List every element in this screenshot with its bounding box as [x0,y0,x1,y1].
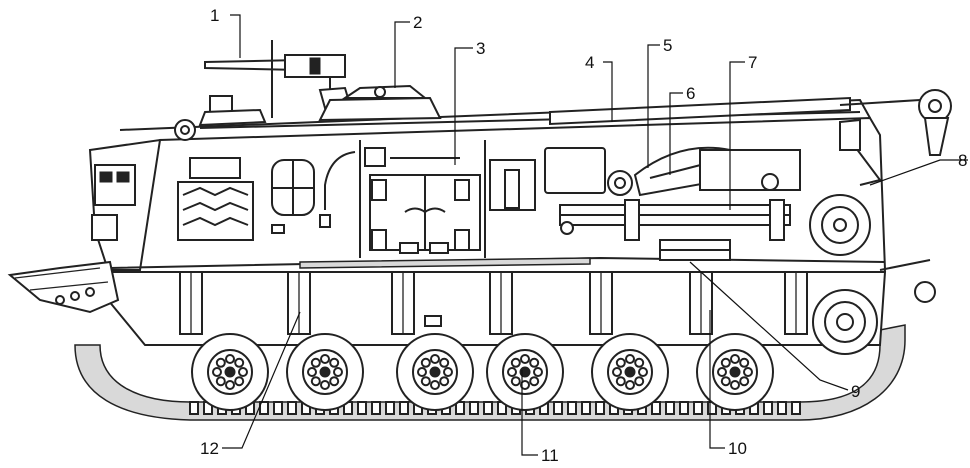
callout-2: 2 [413,13,422,32]
stowage-rack-left [177,151,356,241]
track-shoe [469,401,479,415]
track-shoe [273,401,283,415]
track-shoe [399,401,409,415]
callout-8: 8 [958,151,967,170]
hull-plate [424,315,442,327]
track-shoe [665,401,675,415]
front-details [91,119,196,241]
track-shoe [259,401,269,415]
side-stowage [359,140,486,258]
callout-labels: 1 2 3 4 5 6 7 8 9 10 11 12 [200,6,967,465]
leader-lines [222,14,968,456]
track-shoe [595,401,605,415]
cupola [198,40,442,127]
track-shoe [553,401,563,415]
callout-7: 7 [748,53,757,72]
callout-5: 5 [663,36,672,55]
track-shoe [385,401,395,415]
road-wheels [191,333,774,411]
callout-12: 12 [200,439,219,458]
suspension [179,271,808,335]
track-shoe [357,401,367,415]
rear-equipment [489,146,801,261]
track-shoe [455,401,465,415]
boom-winch [549,89,952,186]
callout-3: 3 [476,39,485,58]
callout-6: 6 [686,84,695,103]
callout-1: 1 [210,6,219,25]
rear-idler [809,194,936,355]
callout-11: 11 [541,446,559,463]
track-shoe [581,401,591,415]
track-shoe [189,401,199,415]
track-shoe [763,401,773,415]
track-shoe [651,401,661,415]
track-shoe [371,401,381,415]
track-shoe [777,401,787,415]
track-shoe [679,401,689,415]
track-shoe [567,401,577,415]
callout-4: 4 [585,53,594,72]
track-shoe [287,401,297,415]
track-shoe [693,401,703,415]
callout-10: 10 [728,439,747,458]
dozer-blade [7,260,120,314]
callout-9: 9 [851,382,860,401]
track-shoe [791,401,801,415]
track-shoe [483,401,493,415]
